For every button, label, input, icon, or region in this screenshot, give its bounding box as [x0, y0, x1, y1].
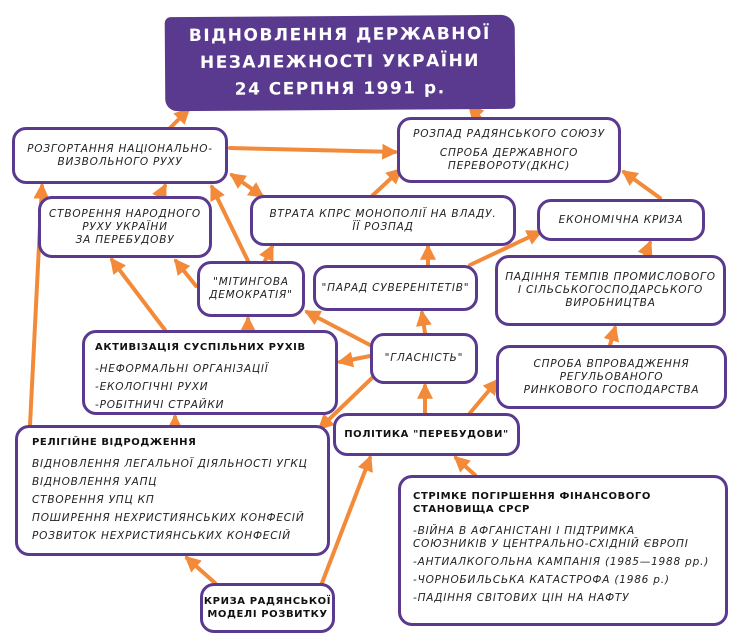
node-text: ПАДІННЯ ТЕМПІВ ПРОМИСЛОВОГО [505, 271, 716, 283]
arrow [415, 309, 432, 335]
node-text: СПРОБА ВПРОВАДЖЕННЯ [533, 357, 690, 370]
title-line: ВІДНОВЛЕННЯ ДЕРЖАВНОЇ [188, 23, 491, 47]
arrow [320, 455, 373, 585]
node-text: "МІТИНГОВА [213, 276, 289, 288]
diagram-title: ВІДНОВЛЕННЯ ДЕРЖАВНОЇ НЕЗАЛЕЖНОСТІ УКРАЇ… [164, 14, 516, 112]
node-text: СТВОРЕННЯ НАРОДНОГО [49, 207, 201, 220]
node-text: РОЗПАД РАДЯНСЬКОГО СОЮЗУ [413, 127, 605, 140]
arrow [152, 183, 167, 202]
node-item: -ЧОРНОБИЛЬСЬКА КАТАСТРОФА (1986 р.) [413, 574, 670, 586]
arrow [336, 351, 372, 368]
node-religious-revival: РЕЛІГІЙНЕ ВІДРОДЖЕННЯ ВІДНОВЛЕННЯ ЛЕГАЛЬ… [15, 425, 330, 556]
node-text: ВИЗВОЛЬНОГО РУХУ [57, 155, 183, 168]
arrow [468, 230, 543, 267]
node-rukh-creation: СТВОРЕННЯ НАРОДНОГО РУХУ УКРАЇНИ ЗА ПЕРЕ… [38, 196, 212, 258]
node-financial-decline: СТРІМКЕ ПОГІРШЕННЯ ФІНАНСОВОГО СТАНОВИЩА… [398, 475, 728, 626]
node-item: ВІДНОВЛЕННЯ УАПЦ [32, 476, 158, 488]
title-line: 24 СЕРПНЯ 1991 р. [234, 78, 446, 100]
node-ussr-collapse: РОЗПАД РАДЯНСЬКОГО СОЮЗУ СПРОБА ДЕРЖАВНО… [397, 117, 621, 183]
node-item: -ВІЙНА В АФГАНІСТАНІ І ПІДТРИМКА [413, 525, 635, 537]
node-social-movements: АКТИВІЗАЦІЯ СУСПІЛЬНИХ РУХІВ -НЕФОРМАЛЬН… [82, 330, 338, 415]
node-text: ЇЇ РОЗПАД [352, 220, 414, 233]
node-parade-sovereignties: "ПАРАД СУВЕРЕНІТЕТІВ" [313, 265, 478, 311]
node-production-decline: ПАДІННЯ ТЕМПІВ ПРОМИСЛОВОГО І СІЛЬСЬКОГО… [495, 255, 726, 326]
node-glasnost: "ГЛАСНІСТЬ" [370, 333, 478, 384]
node-text: "ГЛАСНІСТЬ" [384, 352, 464, 364]
node-heading: ПОЛІТИКА "ПЕРЕБУДОВИ" [344, 429, 509, 440]
arrow [229, 173, 265, 198]
node-item: -АНТИАЛКОГОЛЬНА КАМПАНІЯ (1985—1988 рр.) [413, 556, 710, 568]
node-heading: АКТИВІЗАЦІЯ СУСПІЛЬНИХ РУХІВ [95, 342, 306, 353]
node-text: І СІЛЬСЬКОГОСПОДАРСЬКОГО [517, 284, 704, 296]
arrow [210, 184, 250, 263]
arrow [304, 310, 372, 347]
arrow [317, 376, 374, 431]
node-item: РОЗВИТОК НЕХРИСТИЯНСЬКИХ КОНФЕСІЙ [32, 530, 291, 542]
node-perestroika-policy: ПОЛІТИКА "ПЕРЕБУДОВИ" [333, 413, 520, 456]
node-market-economy-attempt: СПРОБА ВПРОВАДЖЕННЯ РЕГУЛЬОВАНОГО РИНКОВ… [496, 345, 727, 409]
node-soviet-model-crisis: КРИЗА РАДЯНСЬКОЇ МОДЕЛІ РОЗВИТКУ [200, 583, 335, 633]
arrow [168, 107, 191, 130]
arrow [603, 324, 620, 347]
node-text: ВТРАТА КПРС МОНОПОЛІЇ НА ВЛАДУ. [269, 207, 497, 220]
arrow [453, 455, 477, 477]
node-text: ЕКОНОМІЧНА КРИЗА [558, 213, 684, 226]
node-item: ВІДНОВЛЕННЯ ЛЕГАЛЬНОЇ ДІЯЛЬНОСТІ УГКЦ [32, 458, 308, 470]
node-rally-democracy: "МІТИНГОВА ДЕМОКРАТІЯ" [197, 261, 305, 317]
node-item: -ПАДІННЯ СВІТОВИХ ЦІН НА НАФТУ [413, 592, 630, 604]
node-text: ЗА ПЕРЕБУДОВУ [75, 233, 175, 246]
arrow [228, 143, 399, 160]
arrow [637, 240, 653, 258]
node-heading: РЕЛІГІЙНЕ ВІДРОДЖЕННЯ [32, 437, 197, 448]
node-text: ВИРОБНИЦТВА [565, 297, 656, 309]
title-line: НЕЗАЛЕЖНОСТІ УКРАЇНИ [199, 51, 481, 73]
node-item: -НЕФОРМАЛЬНІ ОРГАНІЗАЦІЇ [95, 363, 269, 375]
node-text: РОЗГОРТАННЯ НАЦІОНАЛЬНО- [27, 142, 213, 155]
node-text: РЕГУЛЬОВАНОГО [559, 370, 664, 383]
arrow [174, 258, 198, 288]
node-text: РИНКОВОГО ГОСПОДАРСТВА [523, 383, 700, 396]
node-text: ДЕМОКРАТІЯ" [209, 289, 293, 301]
node-economic-crisis: ЕКОНОМІЧНА КРИЗА [537, 199, 705, 241]
node-text: СПРОБА ДЕРЖАВНОГО [439, 146, 579, 159]
node-cpsu-monopoly-loss: ВТРАТА КПРС МОНОПОЛІЇ НА ВЛАДУ. ЇЇ РОЗПА… [250, 195, 516, 246]
node-heading: СТАНОВИЩА СРСР [413, 504, 530, 515]
node-item: -ЕКОЛОГІЧНІ РУХИ [95, 381, 209, 393]
arrow [184, 555, 217, 585]
node-heading: СТРІМКЕ ПОГІРШЕННЯ ФІНАНСОВОГО [413, 491, 651, 502]
node-heading: КРИЗА РАДЯНСЬКОЇ [203, 596, 332, 607]
arrow [621, 170, 662, 200]
arrow [110, 257, 167, 332]
node-heading: МОДЕЛІ РОЗВИТКУ [207, 609, 328, 620]
arrow [370, 167, 403, 198]
node-item: СОЮЗНИКІВ У ЦЕНТРАЛЬНО-СХІДНІЙ ЄВРОПІ [413, 538, 689, 550]
node-item: -РОБІТНИЧІ СТРАЙКИ [95, 399, 225, 411]
arrow [259, 244, 274, 263]
node-text: "ПАРАД СУВЕРЕНІТЕТІВ" [321, 281, 470, 294]
node-text: РУХУ УКРАЇНИ [82, 220, 168, 233]
node-national-movement: РОЗГОРТАННЯ НАЦІОНАЛЬНО- ВИЗВОЛЬНОГО РУХ… [12, 127, 228, 184]
node-item: ПОШИРЕННЯ НЕХРИСТИЯНСЬКИХ КОНФЕСІЙ [32, 512, 305, 524]
arrow [468, 378, 500, 415]
node-item: СТВОРЕННЯ УПЦ КП [32, 494, 155, 506]
node-text: ПЕРЕВОРОТУ(ДКНС) [447, 159, 571, 172]
